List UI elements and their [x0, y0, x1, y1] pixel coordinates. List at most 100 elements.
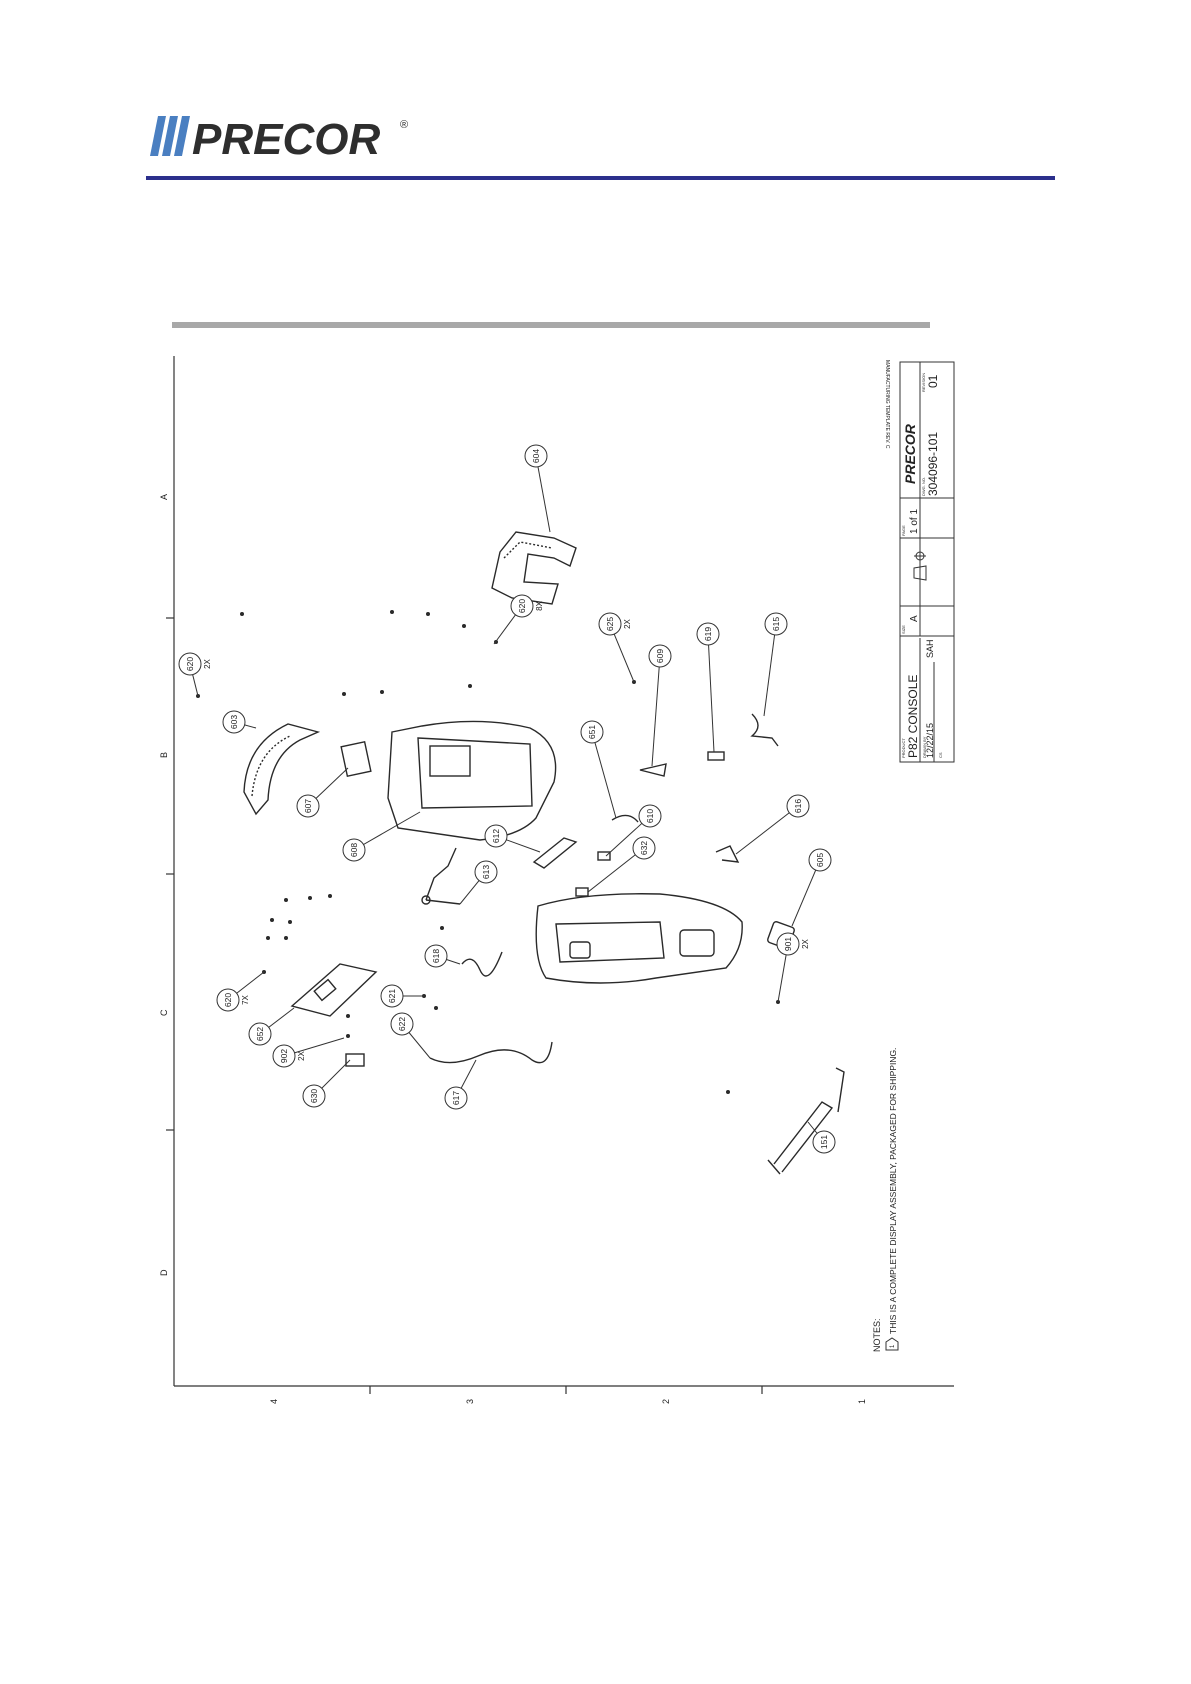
callout-number: 902: [279, 1049, 289, 1063]
callout-613: 613: [459, 860, 498, 905]
note-1-text: THIS IS A COMPLETE DISPLAY ASSEMBLY, PAC…: [888, 1048, 898, 1334]
callout-number: 605: [815, 853, 825, 867]
callout-618: 618: [424, 944, 461, 968]
callout-balloon: [272, 1044, 296, 1068]
row-label-b: B: [160, 752, 169, 758]
callout-balloon: [390, 1012, 414, 1036]
callout-quantity: 2X: [297, 1050, 306, 1060]
callout-number: 618: [431, 949, 441, 963]
column-label-2: 2: [661, 1399, 671, 1404]
callout-balloon: [786, 794, 810, 818]
drawing-frame: [166, 356, 954, 1394]
callout-balloon: [222, 710, 246, 734]
callout-quantity: 7X: [241, 994, 250, 1004]
tb-page-label: PAGE: [901, 525, 906, 536]
logo-wordmark: PRECOR: [192, 115, 380, 164]
callout-balloon: [248, 1022, 272, 1046]
callout-620: 620 8X: [493, 594, 544, 645]
callout-number: 612: [491, 829, 501, 843]
tb-drawn-by: 12/22/15: [925, 723, 935, 758]
callout-number: 609: [655, 649, 665, 663]
callout-balloon: [638, 804, 662, 828]
fastener-dots: [196, 610, 780, 1094]
callout-621: 621: [380, 984, 424, 1008]
leader-line: [651, 655, 661, 767]
template-note: MANUFACTURING TEMPLATE REV. C: [884, 360, 890, 449]
callout-number: 608: [349, 843, 359, 857]
callout-610: 610: [605, 804, 662, 857]
callout-quantity: 8X: [535, 600, 544, 610]
callout-number: 651: [587, 725, 597, 739]
note-1-number: 1: [890, 1344, 896, 1348]
callout-number: 610: [645, 809, 655, 823]
callout-number: 622: [397, 1017, 407, 1031]
callout-604: 604: [524, 444, 551, 533]
callout-balloon: [580, 720, 604, 744]
callout-balloon: [484, 824, 508, 848]
part-drawings: [243, 531, 845, 1175]
callout-balloon: [424, 944, 448, 968]
callout-number: 603: [229, 715, 239, 729]
column-label-4: 4: [269, 1399, 279, 1404]
callout-number: 652: [255, 1027, 265, 1041]
column-label-3: 3: [465, 1399, 475, 1404]
callout-quantity: 2X: [623, 618, 632, 628]
callout-651: 651: [580, 720, 617, 819]
callout-number: 607: [303, 799, 313, 813]
callout-620: 620 2X: [178, 652, 212, 697]
callout-622: 622: [390, 1012, 431, 1059]
leader-line: [353, 811, 421, 851]
callout-616: 616: [735, 794, 810, 855]
callout-balloon: [648, 644, 672, 668]
callout-balloon: [696, 622, 720, 646]
callout-number: 604: [531, 449, 541, 463]
callout-number: 630: [309, 1089, 319, 1103]
callout-number: 613: [481, 865, 491, 879]
tb-page: 1 of 1: [909, 509, 920, 534]
callout-number: 625: [605, 617, 615, 631]
logo-stripes: [150, 116, 190, 156]
callout-number: 621: [387, 989, 397, 1003]
callout-balloon: [296, 794, 320, 818]
callout-balloon: [302, 1084, 326, 1108]
callout-151: 151: [807, 1121, 836, 1154]
callout-balloon: [380, 984, 404, 1008]
callout-number: 619: [703, 627, 713, 641]
registered-mark: ®: [400, 119, 408, 131]
callout-balloon: [632, 836, 656, 860]
callout-number: 620: [517, 599, 527, 613]
tb-product-label: PRODUCT: [901, 738, 906, 758]
title-block-text: PRODUCT P82 CONSOLE DRAWN BY 12/22/15 SA…: [901, 373, 943, 758]
column-label-1: 1: [857, 1399, 867, 1404]
title-block: [899, 361, 955, 763]
tb-initials: SAH: [925, 639, 935, 658]
callout-balloon: [474, 860, 498, 884]
callout-902: 902 2X: [272, 1037, 345, 1068]
callout-619: 619: [696, 622, 720, 753]
tb-product: P82 CONSOLE: [906, 675, 920, 758]
callout-balloon: [444, 1086, 468, 1110]
note-flag-icon: [885, 1337, 899, 1351]
callout-615: 615: [763, 612, 788, 717]
callout-number: 617: [451, 1091, 461, 1105]
callout-quantity: 2X: [203, 658, 212, 668]
callout-number: 615: [771, 617, 781, 631]
projection-symbol-icon: [913, 551, 927, 581]
tb-dwg-label: DWG. NO.: [921, 477, 926, 496]
header-rule: [146, 176, 1055, 180]
leader-line: [763, 623, 777, 717]
callout-number: 632: [639, 841, 649, 855]
tb-rev: 01: [926, 374, 940, 388]
callout-balloon: [178, 652, 202, 676]
tb-rev-label: REVISION: [921, 373, 926, 392]
leader-line: [587, 847, 645, 893]
callout-number: 151: [819, 1135, 829, 1149]
callout-balloon: [598, 612, 622, 636]
callout-603: 603: [222, 710, 257, 734]
callout-607: 607: [296, 767, 349, 818]
callout-number: 620: [185, 657, 195, 671]
tb-dwg-no: 304096-101: [926, 432, 940, 496]
callout-quantity: 2X: [801, 938, 810, 948]
leader-line: [791, 859, 821, 927]
